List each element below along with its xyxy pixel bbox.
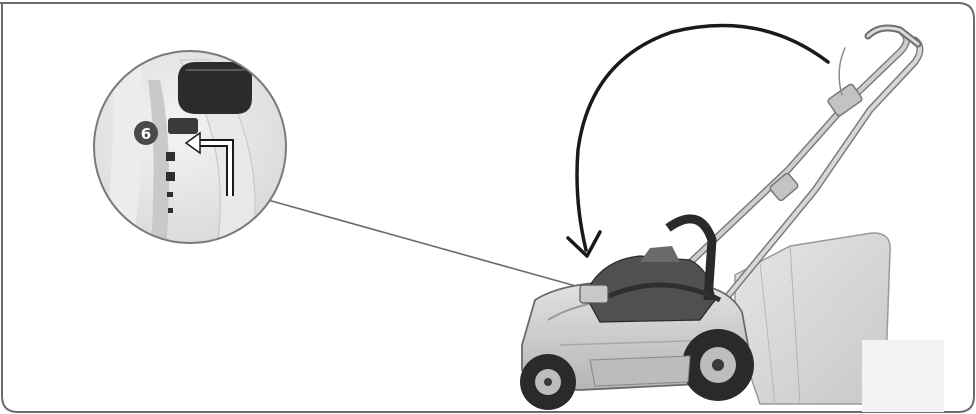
adjust-knob [178, 62, 252, 114]
lawn-mower [520, 24, 944, 412]
step-number: 6 [141, 125, 151, 143]
bent-arrow-up-left-icon [184, 131, 234, 196]
front-wheel [520, 354, 576, 410]
step-badge: 6 [134, 121, 158, 145]
detail-magnifier: 6 [93, 50, 287, 244]
mower-handle [636, 24, 924, 334]
curved-arrow-down-icon [566, 23, 830, 258]
callout-leader-line [267, 199, 591, 291]
rear-wheel [682, 329, 754, 401]
